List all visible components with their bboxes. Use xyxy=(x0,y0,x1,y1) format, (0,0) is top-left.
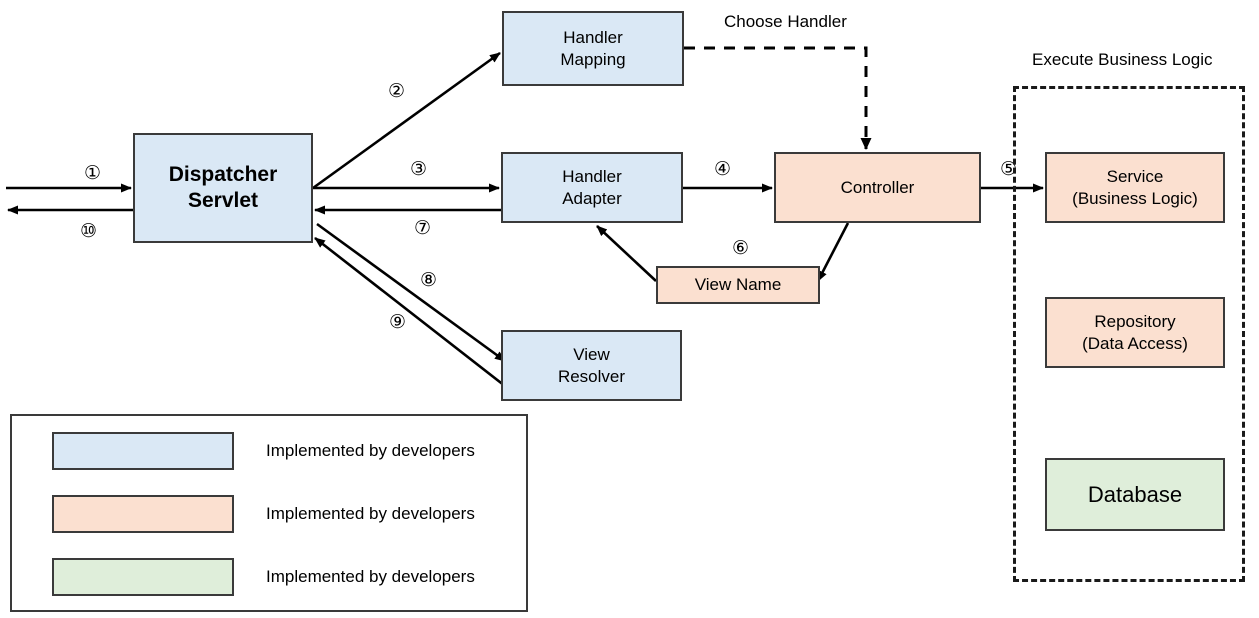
legend-row-peach: Implemented by developers xyxy=(52,495,475,533)
step-label-8: ⑧ xyxy=(420,270,438,291)
node-view-name[interactable]: View Name xyxy=(656,266,820,304)
node-database[interactable]: Database xyxy=(1045,458,1225,531)
legend-swatch-peach xyxy=(52,495,234,533)
step-label-10: ⑩ xyxy=(80,221,98,242)
legend-row-blue: Implemented by developers xyxy=(52,432,475,470)
step-label-1: ① xyxy=(84,163,102,184)
step-label-7: ⑦ xyxy=(414,218,432,239)
arrow-view-name-to-handler-adapter xyxy=(596,225,657,282)
legend-swatch-blue xyxy=(52,432,234,470)
arrow-choose-handler xyxy=(684,46,872,150)
node-repository[interactable]: Repository (Data Access) xyxy=(1045,297,1225,368)
node-handler-mapping[interactable]: Handler Mapping xyxy=(502,11,684,86)
legend-label-green: Implemented by developers xyxy=(266,567,475,586)
step-label-2: ② xyxy=(388,81,406,102)
execute-business-logic-label: Execute Business Logic xyxy=(1032,50,1213,69)
choose-handler-label: Choose Handler xyxy=(724,12,847,31)
legend-swatch-green xyxy=(52,558,234,596)
legend-label-blue: Implemented by developers xyxy=(266,441,475,460)
legend-row-green: Implemented by developers xyxy=(52,558,475,596)
step-label-5: ⑤ xyxy=(1000,159,1018,180)
arrow-step-8 xyxy=(316,222,506,363)
step-label-6: ⑥ xyxy=(732,238,750,259)
legend-label-peach: Implemented by developers xyxy=(266,504,475,523)
arrow-step-6 xyxy=(816,222,850,282)
step-label-9: ⑨ xyxy=(389,312,407,333)
legend-panel: Implemented by developers Implemented by… xyxy=(10,414,528,612)
node-controller[interactable]: Controller xyxy=(774,152,981,223)
step-label-4: ④ xyxy=(714,159,732,180)
arrow-step-9 xyxy=(314,236,506,388)
node-handler-adapter[interactable]: Handler Adapter xyxy=(501,152,683,223)
arrow-step-2 xyxy=(312,51,501,190)
node-dispatcher-servlet[interactable]: Dispatcher Servlet xyxy=(133,133,313,243)
node-view-resolver[interactable]: View Resolver xyxy=(501,330,682,401)
node-service[interactable]: Service (Business Logic) xyxy=(1045,152,1225,223)
business-logic-group xyxy=(1013,86,1245,582)
step-label-3: ③ xyxy=(410,159,428,180)
